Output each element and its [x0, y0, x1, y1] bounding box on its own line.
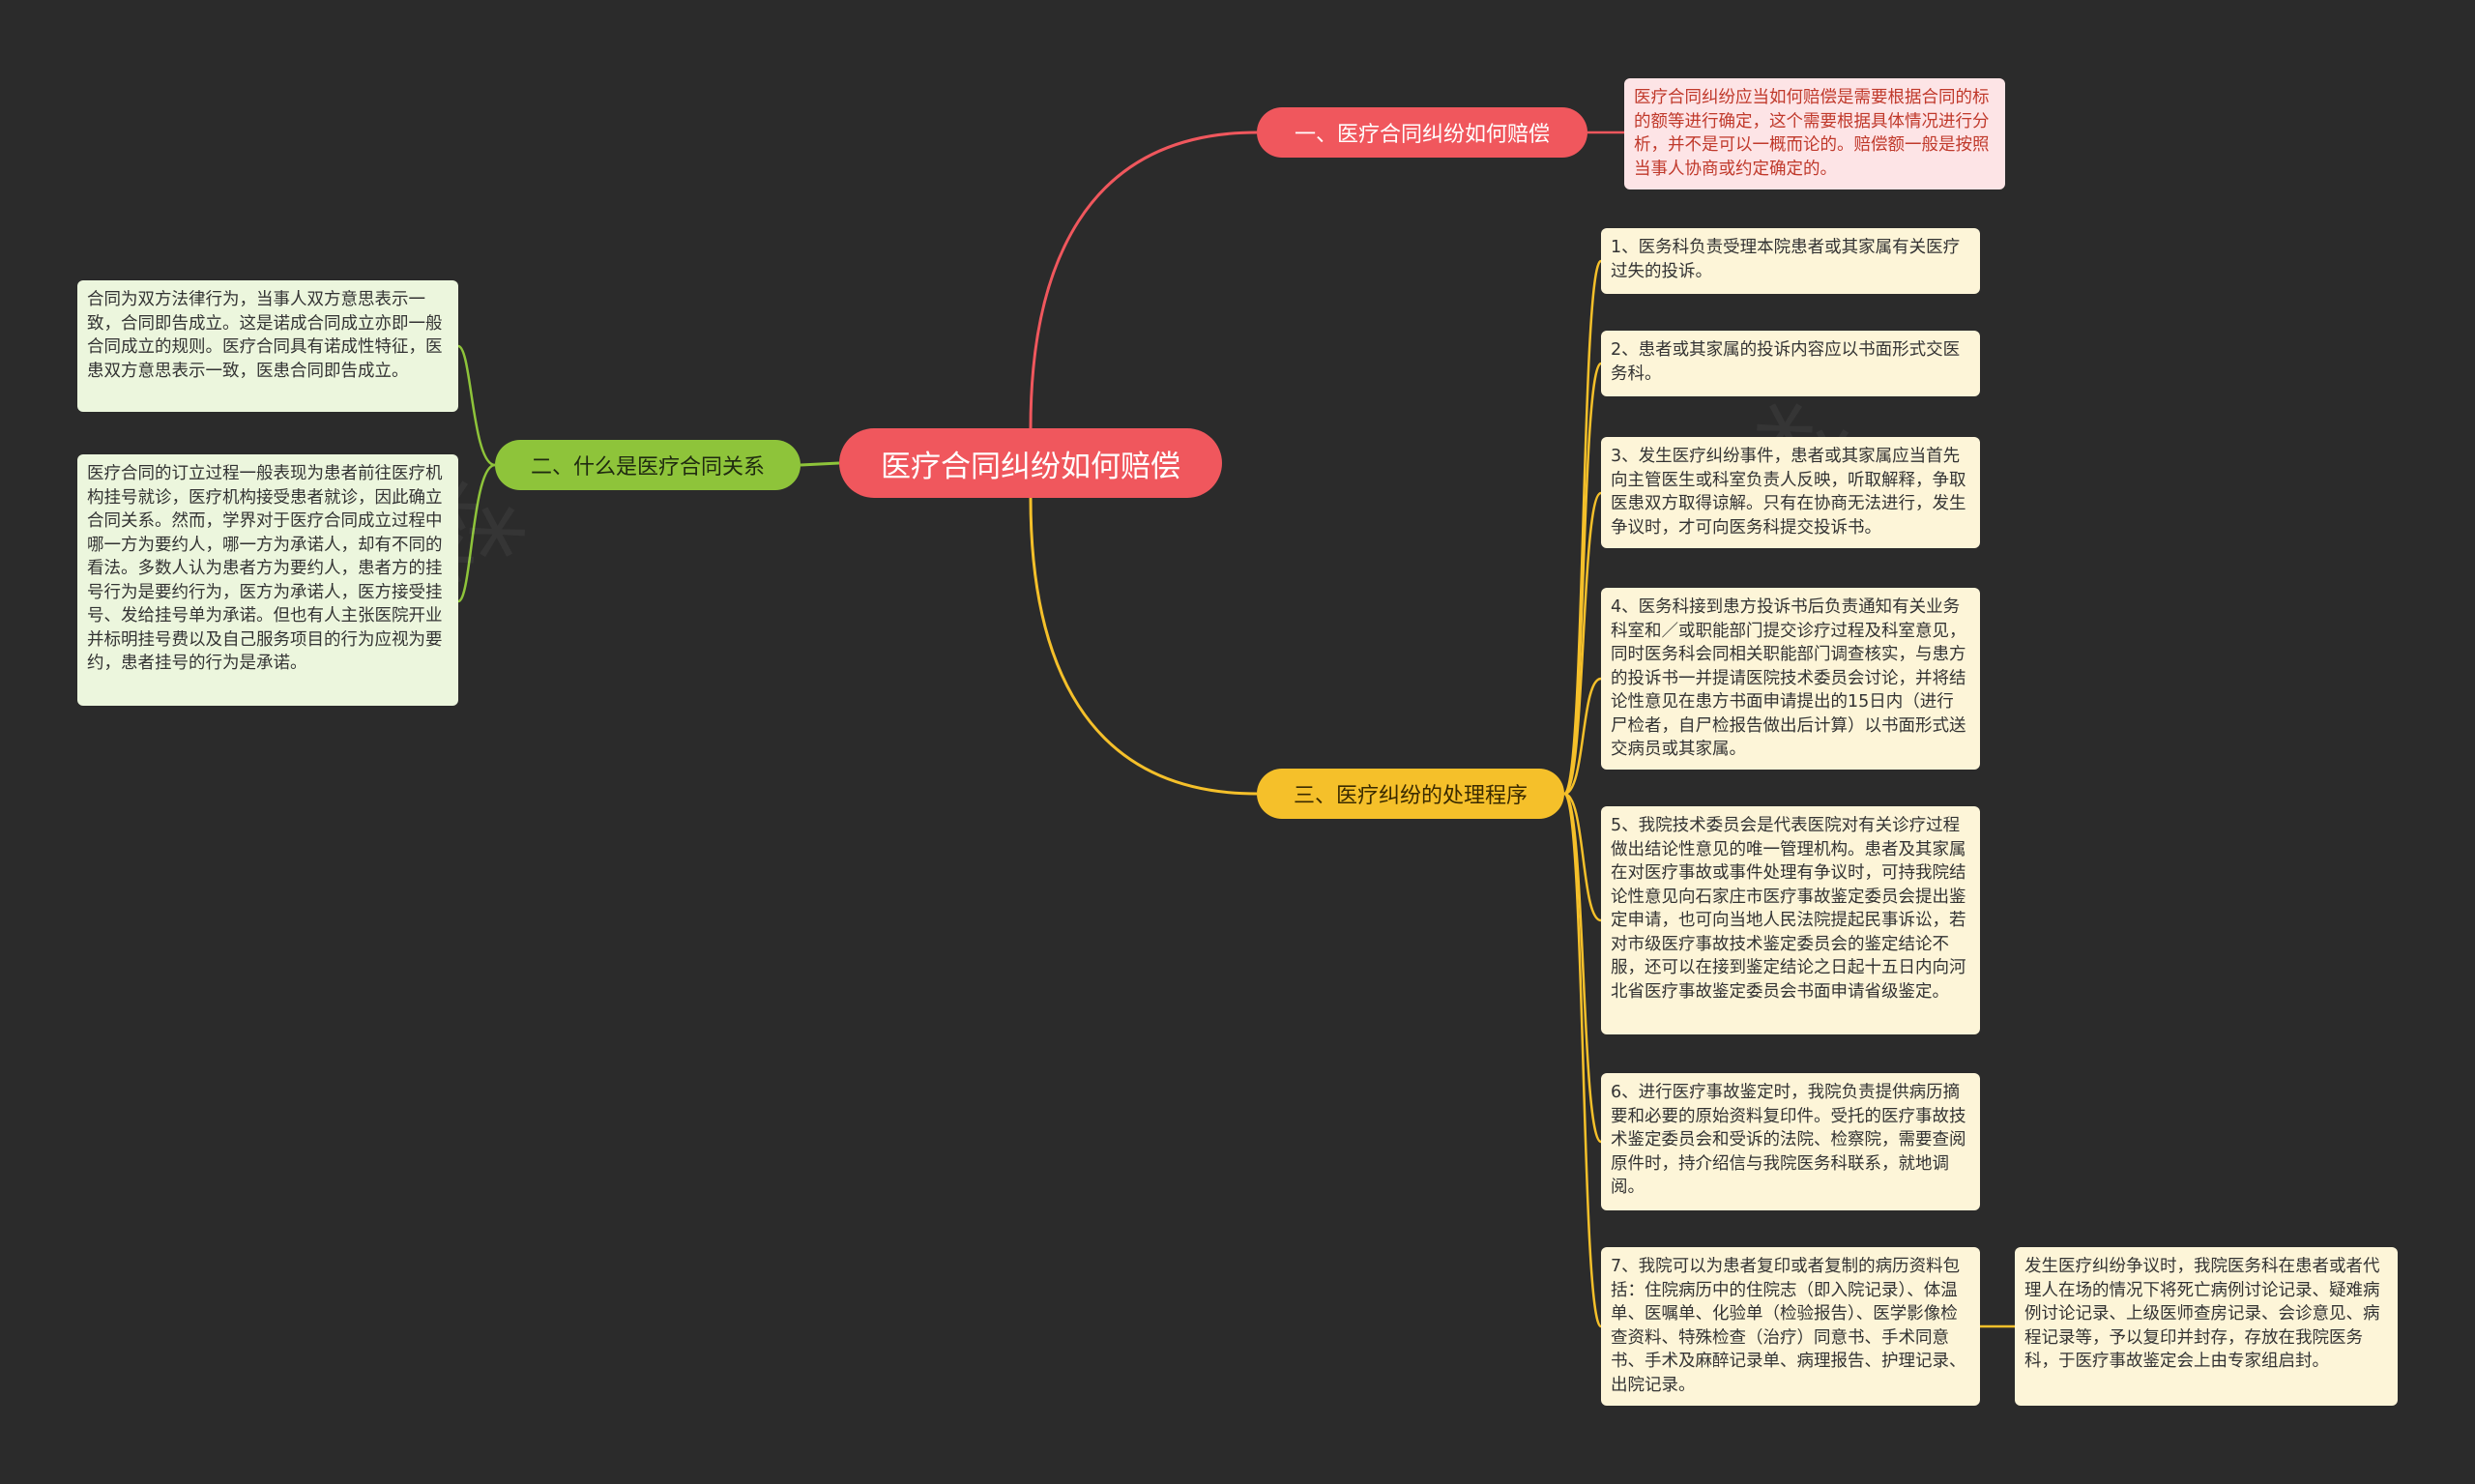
leaf-procedure-step-6[interactable]: 6、进行医疗事故鉴定时，我院负责提供病历摘要和必要的原始资料复印件。受托的医疗事… — [1601, 1073, 1980, 1210]
leaf-text: 4、医务科接到患方投诉书后负责通知有关业务科室和／或职能部门提交诊疗过程及科室意… — [1611, 597, 1966, 759]
leaf-text: 2、患者或其家属的投诉内容应以书面形式交医务科。 — [1611, 340, 1961, 384]
leaf-contract-formation[interactable]: 合同为双方法律行为，当事人双方意思表示一致，合同即告成立。这是诺成合同成立亦即一… — [77, 280, 458, 412]
branch-handling-procedure[interactable]: 三、医疗纠纷的处理程序 — [1257, 769, 1564, 819]
leaf-text: 发生医疗纠纷争议时，我院医务科在患者或者代理人在场的情况下将死亡病例讨论记录、疑… — [2024, 1257, 2380, 1371]
branch-label: 三、医疗纠纷的处理程序 — [1293, 784, 1528, 808]
link-branch3-leaf7 — [1562, 792, 1603, 1328]
root-topic[interactable]: 医疗合同纠纷如何赔偿 — [839, 428, 1222, 498]
branch-label: 二、什么是医疗合同关系 — [530, 455, 765, 480]
link-root-branch2 — [800, 461, 840, 467]
leaf-procedure-step-1[interactable]: 1、医务科负责受理本院患者或其家属有关医疗过失的投诉。 — [1601, 228, 1980, 294]
branch-label: 一、医疗合同纠纷如何赔偿 — [1294, 123, 1550, 147]
leaf-text: 5、我院技术委员会是代表医院对有关诊疗过程做出结论性意见的唯一管理机构。患者及其… — [1611, 816, 1966, 1002]
branch-contract-relationship[interactable]: 二、什么是医疗合同关系 — [495, 440, 801, 490]
root-topic-label: 医疗合同纠纷如何赔偿 — [881, 449, 1180, 484]
leaf-procedure-step-3[interactable]: 3、发生医疗纠纷事件，患者或其家属应当首先向主管医生或科室负责人反映，听取解释，… — [1601, 437, 1980, 548]
link-branch3-leaf1 — [1562, 259, 1603, 796]
leaf-procedure-step-5[interactable]: 5、我院技术委员会是代表医院对有关诊疗过程做出结论性意见的唯一管理机构。患者及其… — [1601, 806, 1980, 1034]
leaf-text: 医疗合同的订立过程一般表现为患者前往医疗机构挂号就诊，医疗机构接受患者就诊，因此… — [87, 464, 443, 673]
link-branch3-leaf3 — [1562, 491, 1603, 796]
leaf-procedure-step-7[interactable]: 7、我院可以为患者复印或者复制的病历资料包括：住院病历中的住院志（即入院记录）、… — [1601, 1247, 1980, 1406]
leaf-text: 6、进行医疗事故鉴定时，我院负责提供病历摘要和必要的原始资料复印件。受托的医疗事… — [1611, 1083, 1966, 1197]
leaf-procedure-step-2[interactable]: 2、患者或其家属的投诉内容应以书面形式交医务科。 — [1601, 331, 1980, 396]
leaf-offer-acceptance[interactable]: 医疗合同的订立过程一般表现为患者前往医疗机构挂号就诊，医疗机构接受患者就诊，因此… — [77, 454, 458, 706]
link-root-branch3 — [1029, 497, 1258, 796]
leaf-compensation-basis[interactable]: 医疗合同纠纷应当如何赔偿是需要根据合同的标的额等进行确定，这个需要根据具体情况进… — [1624, 78, 2005, 189]
branch-how-to-compensate[interactable]: 一、医疗合同纠纷如何赔偿 — [1257, 107, 1587, 158]
leaf-text: 医疗合同纠纷应当如何赔偿是需要根据合同的标的额等进行确定，这个需要根据具体情况进… — [1634, 88, 1990, 179]
link-root-branch1 — [1029, 131, 1258, 429]
link-branch3-leaf4 — [1563, 677, 1602, 796]
leaf-text: 1、医务科负责受理本院患者或其家属有关医疗过失的投诉。 — [1611, 238, 1961, 281]
link-branch3-leaf2 — [1562, 362, 1603, 796]
link-branch2-leaf1 — [457, 344, 496, 467]
link-branch3-leaf5 — [1563, 792, 1602, 922]
leaf-text: 合同为双方法律行为，当事人双方意思表示一致，合同即告成立。这是诺成合同成立亦即一… — [87, 290, 443, 381]
link-branch2-leaf2 — [457, 463, 496, 603]
leaf-record-sealing[interactable]: 发生医疗纠纷争议时，我院医务科在患者或者代理人在场的情况下将死亡病例讨论记录、疑… — [2015, 1247, 2398, 1406]
leaf-text: 3、发生医疗纠纷事件，患者或其家属应当首先向主管医生或科室负责人反映，听取解释，… — [1611, 447, 1966, 538]
leaf-text: 7、我院可以为患者复印或者复制的病历资料包括：住院病历中的住院志（即入院记录）、… — [1611, 1257, 1966, 1395]
leaf-procedure-step-4[interactable]: 4、医务科接到患方投诉书后负责通知有关业务科室和／或职能部门提交诊疗过程及科室意… — [1601, 588, 1980, 770]
